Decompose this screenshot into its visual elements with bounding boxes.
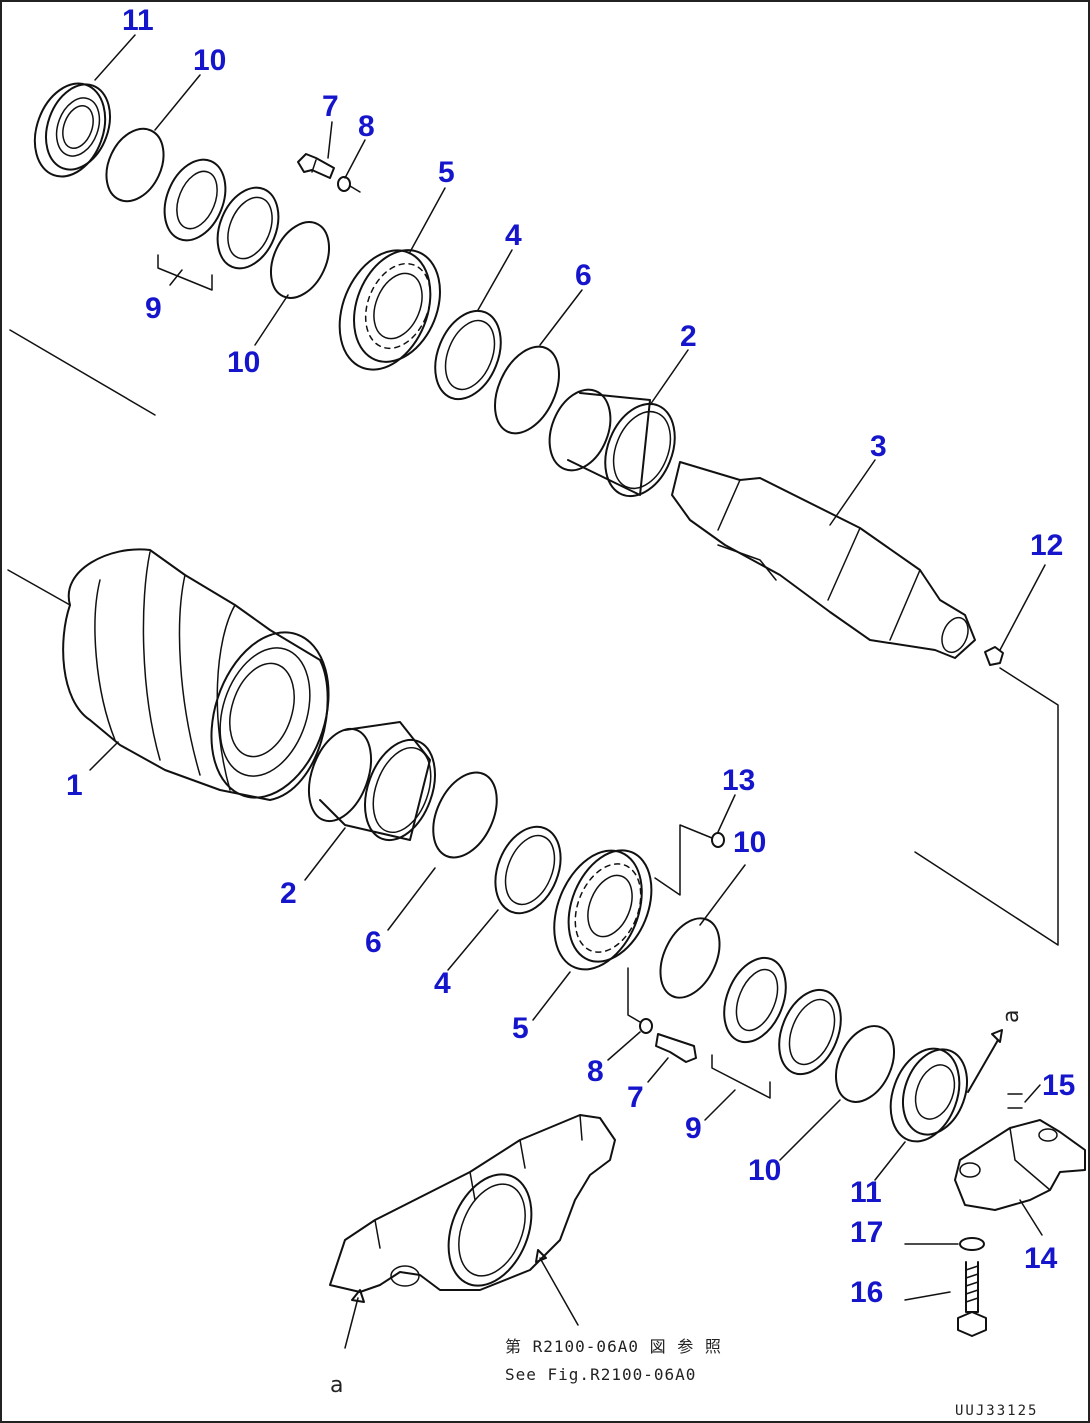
marker-a-bottom: a — [330, 1373, 343, 1398]
callout-10: 10 — [193, 44, 226, 77]
note-leader-line — [539, 1257, 579, 1326]
callout-15: 15 — [1042, 1069, 1075, 1102]
callout-7: 7 — [322, 90, 339, 123]
callout-labels: 11 10 7 8 5 9 10 4 6 2 3 12 1 13 10 2 6 … — [66, 4, 1075, 1309]
callout-10: 10 — [733, 826, 766, 859]
arrow-to-a-bottom — [344, 1297, 359, 1349]
callout-17: 17 — [850, 1216, 883, 1249]
part-11-seal-cap — [33, 82, 111, 178]
part-8-washer-lower — [639, 1018, 653, 1034]
callout-2: 2 — [280, 877, 297, 910]
callout-5: 5 — [438, 156, 455, 189]
part-11-seal-cap-lower — [889, 1047, 968, 1143]
callout-14: 14 — [1024, 1242, 1058, 1275]
part-4-thrust-washer — [434, 309, 502, 401]
track-frame-reference — [329, 1114, 616, 1293]
callout-12: 12 — [1030, 529, 1063, 562]
arrow-to-a-top — [967, 1039, 999, 1093]
callout-13: 13 — [722, 764, 755, 797]
callout-1: 1 — [66, 769, 83, 802]
reference-note-jp: 第 R2100-06A0 図 参 照 — [505, 1337, 722, 1356]
part-13-plug — [711, 832, 725, 848]
leader-line — [914, 667, 1059, 946]
marker-a-top: a — [999, 1010, 1024, 1023]
part-5-collar-lower — [553, 849, 653, 971]
callout-10: 10 — [227, 346, 260, 379]
part-10-o-ring-lower-2 — [834, 1025, 896, 1103]
callout-10: 10 — [748, 1154, 781, 1187]
leader-line-13 — [654, 824, 713, 896]
callout-11: 11 — [122, 4, 154, 37]
part-3-shaft — [671, 461, 976, 659]
center-axis-line-lower — [7, 569, 71, 606]
part-6-o-ring-lower — [432, 771, 498, 859]
part-10-o-ring-lower — [659, 917, 721, 999]
leader-line — [349, 185, 361, 193]
part-12-plug — [984, 646, 1004, 666]
leader-line — [627, 967, 641, 1023]
callout-3: 3 — [870, 430, 887, 463]
part-10-o-ring — [105, 127, 165, 203]
part-7-bolt-lower — [655, 1033, 697, 1063]
callout-8: 8 — [358, 110, 375, 143]
leader-lines — [89, 34, 1046, 1301]
part-10-o-ring-2 — [269, 221, 331, 299]
center-axis-line — [9, 329, 156, 416]
drawing-code: UUJ33125 — [955, 1403, 1038, 1419]
callout-9: 9 — [685, 1112, 702, 1145]
part-2-bushing — [548, 388, 676, 498]
part-1-track-roller — [62, 548, 330, 801]
part-16-bolt — [957, 1261, 987, 1337]
callout-5: 5 — [512, 1012, 529, 1045]
part-4-thrust-washer-lower — [494, 825, 562, 915]
reference-note-en: See Fig.R2100-06A0 — [505, 1365, 696, 1384]
callout-2: 2 — [680, 320, 697, 353]
part-9-floating-seal — [157, 158, 280, 291]
part-9-floating-seal-lower — [711, 956, 842, 1099]
part-6-o-ring — [494, 345, 560, 435]
callout-6: 6 — [365, 926, 382, 959]
part-7-bolt — [297, 153, 335, 179]
callout-7: 7 — [627, 1081, 644, 1114]
callout-4: 4 — [505, 219, 522, 252]
part-5-collar — [338, 249, 441, 371]
callout-11: 11 — [850, 1176, 882, 1209]
callout-6: 6 — [575, 259, 592, 292]
part-2-bushing-lower — [307, 721, 436, 842]
callout-9: 9 — [145, 292, 162, 325]
arrow-head — [535, 1249, 547, 1263]
part-8-washer — [337, 176, 351, 192]
callout-8: 8 — [587, 1055, 604, 1088]
part-17-washer — [959, 1237, 985, 1251]
part-14-guard — [954, 1119, 1086, 1211]
arrow-head — [991, 1029, 1003, 1043]
callout-4: 4 — [434, 967, 451, 1000]
callout-16: 16 — [850, 1276, 883, 1309]
arrow-head — [351, 1289, 365, 1303]
